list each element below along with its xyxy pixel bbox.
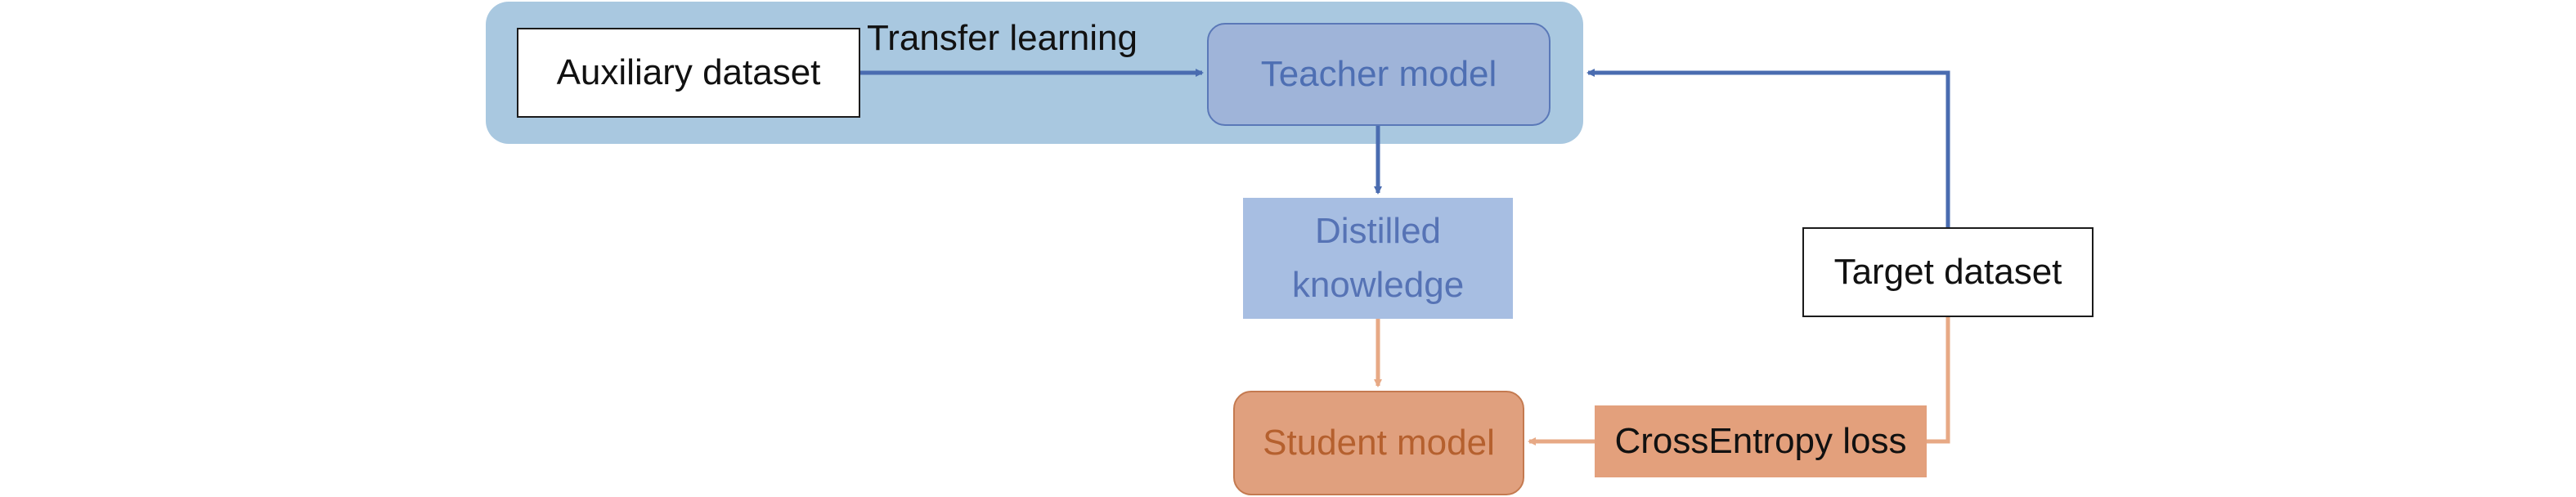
teacher-model-label: Teacher model [1260,54,1497,94]
distilled-knowledge-box: Distilled knowledge [1243,198,1513,319]
distilled-knowledge-label-line2: knowledge [1291,265,1465,305]
auxiliary-dataset-label: Auxiliary dataset [556,52,821,92]
transfer-learning-label: Transfer learning [867,18,1138,58]
arrow-target-to-loss [1927,317,1950,444]
target-dataset-box: Target dataset [1802,227,2094,317]
target-dataset-label: Target dataset [1833,252,2062,292]
teacher-model-box: Teacher model [1207,23,1551,126]
arrow-target-to-teacher [1586,69,1950,227]
student-model-box: Student model [1233,391,1524,495]
cross-entropy-loss-box: CrossEntropy loss [1595,405,1927,477]
cross-entropy-loss-label: CrossEntropy loss [1614,421,1907,461]
distilled-knowledge-label-line1: Distilled [1314,211,1442,251]
auxiliary-dataset-box: Auxiliary dataset [517,28,860,118]
student-model-label: Student model [1263,423,1495,463]
